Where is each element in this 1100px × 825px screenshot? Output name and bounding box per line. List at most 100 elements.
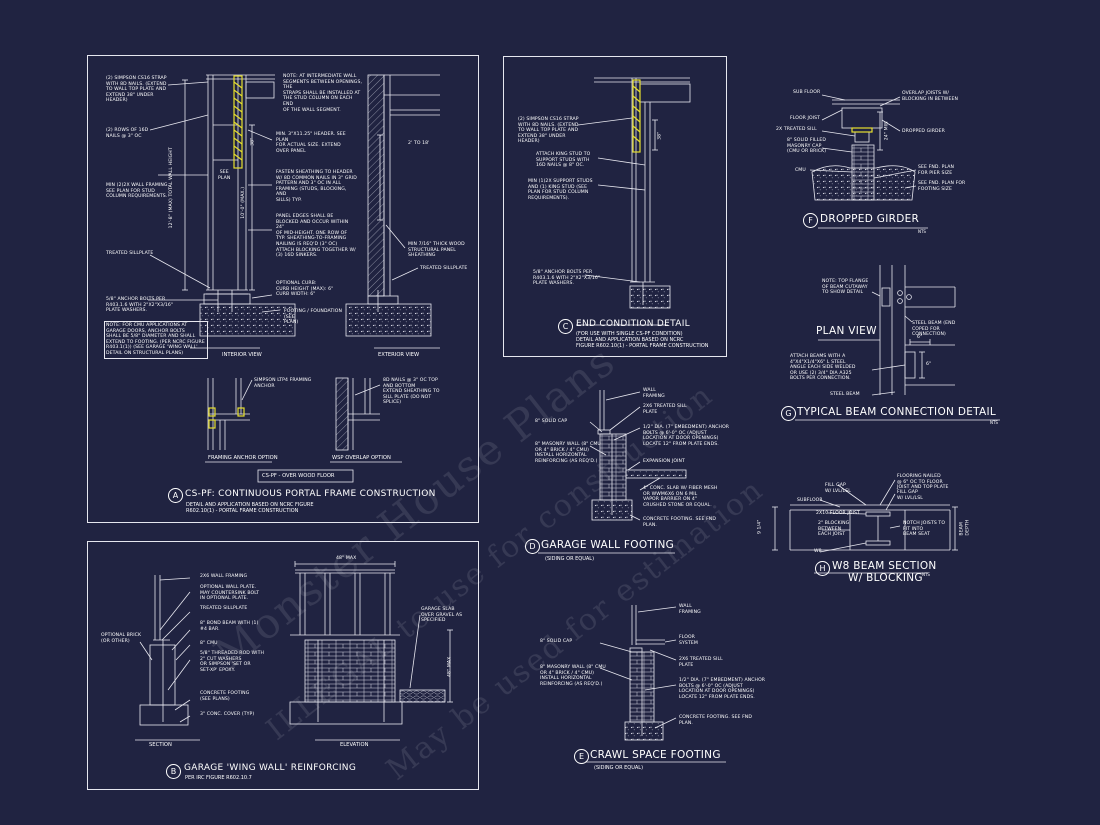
b-note-conc-cover: 3" conc. cover (typ)	[200, 712, 255, 717]
a-note-fasten-sheathing: Fasten sheathing to header w/ 8d common …	[276, 170, 357, 203]
e-detail-title: Crawl space footing	[590, 749, 721, 761]
b-detail-letter: B	[166, 764, 181, 779]
a-option-wsp-overlap: Wsp overlap option	[332, 455, 391, 461]
b-note-optional-plate: Optional wall plate. may countersink bol…	[200, 585, 260, 602]
b-note-optional-brick: Optional brick (or other)	[101, 633, 142, 644]
e-detail-subtitle: (siding or equal)	[594, 765, 644, 771]
g-nts: NTS	[990, 420, 998, 425]
h-note-subfloor: Subfloor	[797, 498, 823, 503]
a-detail-title: CS-PF: Continuous Portal Frame Construct…	[185, 489, 436, 499]
a-note-ltp4-anchor: Simpson LTP4 framing anchor	[254, 378, 312, 389]
h-note-floor-joist: 2x10 floor joist	[816, 511, 860, 516]
f-note-cmu: CMU	[795, 168, 806, 173]
g-detail-letter: G	[781, 406, 796, 421]
panel-detail-b	[87, 541, 479, 790]
a-dim-2-to-18: 2' to 18'	[408, 141, 430, 146]
c-note-king-stud: Attach king stud to support studs with 1…	[536, 152, 591, 169]
f-note-masonry-cap: 8" solid filled masonry cap (CMU or bric…	[787, 138, 827, 155]
c-detail-letter: C	[558, 319, 573, 334]
d-detail-letter: D	[525, 539, 540, 554]
d-note-solid-cap: 8" solid cap	[535, 419, 568, 424]
a-note-ext-sillplate: Treated sillplate	[420, 266, 468, 271]
c-note-cs16-strap: (2) Simpson CS16 strap with 8d nails. (e…	[518, 117, 579, 145]
b-note-bond-beam: 8" bond beam with (1) #4 bar.	[200, 621, 259, 632]
f-note-footing-size: See fnd. plan for footing size	[918, 181, 966, 192]
h-detail-letter: H	[815, 561, 830, 576]
g-note-steel-beam-coped: Steel beam (end coped for connection)	[912, 321, 956, 338]
g-note-attach-beams: Attach beams with a 4"x4"x1/4"x6" L stee…	[790, 354, 856, 382]
e-note-solid-cap: 8" solid cap	[540, 639, 573, 644]
h-note-w8: W8	[814, 549, 822, 554]
a-note-optional-curb: Optional curb: curb height (max): 6" cur…	[276, 281, 334, 298]
c-note-anchor-bolts: 5/8" anchor bolts per R403.1.6 with 2"x2…	[533, 270, 601, 287]
a-option-framing-anchor: Framing anchor option	[208, 455, 278, 461]
a-note-cs16-strap: (2) Simpson CS16 strap with 8d nails. (e…	[106, 76, 167, 104]
f-note-overlap-joists: Overlap joists w/ blocking in between	[902, 91, 958, 102]
e-note-anchor-bolts: 1/2" dia. (7" embedment) anchor bolts @ …	[679, 678, 766, 700]
a-note-wall-framing: Min (2)2x wall framing. see plan for stu…	[106, 183, 170, 200]
panel-detail-c	[503, 56, 727, 357]
b-note-garage-slab: Garage slab over gravel as specified	[421, 607, 463, 624]
g-detail-title: Typical beam connection detail	[797, 406, 997, 418]
a-note-footing: Footing / foundation (see plan)	[284, 309, 343, 326]
c-detail-subtitle: (for use with single CS-PF condition) de…	[576, 331, 709, 349]
a-note-header-size: Min. 3"x11.25" header. see plan for actu…	[276, 132, 346, 154]
b-dim-48-max-right: 48" max	[447, 656, 453, 677]
f-nts: NTS	[918, 229, 926, 234]
d-note-wall-framing: Wall framing	[643, 388, 665, 399]
f-dim-24-min: 24" min	[884, 121, 890, 141]
g-note-top-flange: Note: top flange of beam cutaway to show…	[822, 279, 869, 296]
a-note-sillplate: Treated sillplate	[106, 251, 154, 256]
c-note-support-studs: Min (1)2x support studs and (1) king stu…	[528, 179, 593, 201]
a-note-cmu-application: Note: for CMU applications at garage doo…	[104, 321, 208, 359]
b-dim-48-max-top: 48" max	[336, 556, 357, 561]
c-dim-38: 38"	[657, 131, 663, 140]
b-note-sillplate: Treated sillplate	[200, 606, 248, 611]
g-plan-view-label: Plan view	[816, 325, 877, 337]
a-note-nail-rows: (2) rows of 16d nails @ 3" OC	[106, 128, 149, 139]
h-detail-title: W8 beam section	[832, 560, 937, 572]
f-note-treated-sill: 2x treated sill	[776, 127, 817, 132]
c-detail-title: End condition detail	[576, 319, 690, 329]
g-dim-6-side: 6"	[926, 362, 932, 367]
e-detail-letter: E	[574, 749, 589, 764]
a-note-wsp-sheathing: Min 7/16" thick wood structural panel sh…	[408, 242, 465, 259]
a-detail-letter: A	[168, 488, 183, 503]
f-detail-title: Dropped girder	[820, 213, 920, 225]
a-see-plan: See plan	[218, 170, 231, 181]
b-detail-subtitle: Per IRC figure R602.10.7	[185, 775, 252, 781]
e-note-footing: Concrete footing. see fnd plan.	[679, 715, 752, 726]
d-note-footing: Concrete footing. see fnd plan.	[643, 517, 716, 528]
b-note-cmu: 8" CMU	[200, 641, 218, 646]
h-note-fill-gap-right: Fill gap w/ LVL/LSL	[897, 490, 923, 501]
g-note-steel-beam: Steel beam	[830, 392, 860, 397]
b-section-label: Section	[149, 742, 172, 748]
a-interior-view-label: Interior view	[222, 352, 262, 358]
a-dim-wall-height: 12'-8" (max) total wall height	[168, 147, 174, 229]
h-note-blocking: 2" blocking between each joist	[818, 521, 850, 538]
e-note-sill-plate: 2x6 treated sill plate	[679, 657, 723, 668]
a-dim-38: 38"	[250, 137, 256, 146]
d-note-slab: 4" conc. slab w/ fiber mesh or wwm6x6 on…	[643, 486, 718, 508]
a-note-intermediate-wall: Note: at intermediate wall segments betw…	[283, 74, 363, 113]
d-note-sill-plate: 2x6 treated sill plate	[643, 404, 687, 415]
b-note-concrete-footing: Concrete footing (see plans)	[200, 691, 250, 702]
e-note-masonry-wall: 8" masonry wall (8" CMU or 4" brick / 4"…	[540, 665, 606, 687]
h-dim-beam-depth: Beam depth	[959, 519, 970, 536]
a-detail-subtitle: Detail and application based on NCRC fig…	[186, 502, 314, 514]
f-note-sub-floor: Sub floor	[793, 90, 821, 95]
e-note-floor-system: Floor system	[679, 635, 698, 646]
h-note-flooring-nailed: Flooring nailed @ 6" oc to floor joist a…	[897, 474, 949, 491]
h-detail-title-line2: w/ blocking	[848, 572, 923, 584]
a-note-anchor-bolts: 5/8" anchor bolts per R403.1.6 with 2"x2…	[106, 297, 174, 314]
b-detail-title: Garage 'wing wall' reinforcing	[184, 763, 357, 773]
h-nts: NTS	[922, 572, 930, 577]
a-exterior-view-label: Exterior view	[378, 352, 420, 358]
h-dim-9-1-4: 9 1/4"	[757, 519, 763, 535]
f-note-dropped-girder: Dropped girder	[902, 129, 945, 134]
b-note-threaded-rod: 5/8" threaded rod with 2" cut washers or…	[200, 651, 265, 673]
a-dim-10-max: 10'-0" (max.)	[241, 186, 247, 219]
f-note-floor-joist: Floor joist	[790, 116, 821, 121]
